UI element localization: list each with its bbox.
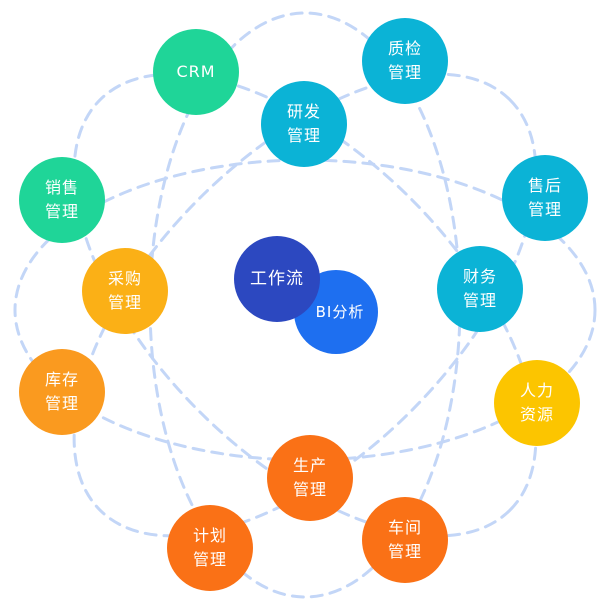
node-crm: CRM xyxy=(153,29,239,115)
node-human-resources: 人力 资源 xyxy=(494,360,580,446)
node-quality-line1: 质检 xyxy=(387,39,422,58)
node-procurement-management: 采购 管理 xyxy=(82,248,168,334)
node-finance-line2: 管理 xyxy=(462,291,497,310)
node-after-sales-management: 售后 管理 xyxy=(502,155,588,241)
node-production-line1: 生产 xyxy=(292,456,327,475)
center-bi-label: BI分析 xyxy=(315,303,365,321)
node-quality-management: 质检 管理 xyxy=(362,18,448,104)
node-inventory-line1: 库存 xyxy=(44,370,79,389)
node-finance-line1: 财务 xyxy=(462,267,497,286)
node-after-sales-line1: 售后 xyxy=(527,176,562,195)
node-workshop-line1: 车间 xyxy=(387,518,422,537)
node-inventory-management: 库存 管理 xyxy=(19,349,105,435)
node-workshop-management: 车间 管理 xyxy=(362,497,448,583)
node-quality-line2: 管理 xyxy=(387,63,422,82)
center-workflow: 工作流 xyxy=(234,236,320,322)
node-rnd-line1: 研发 xyxy=(286,102,321,121)
center-workflow-label: 工作流 xyxy=(250,269,304,289)
node-after-sales-line2: 管理 xyxy=(527,200,562,219)
node-crm-label: CRM xyxy=(176,62,216,81)
node-production-management: 生产 管理 xyxy=(267,435,353,521)
node-planning-line1: 计划 xyxy=(192,526,227,545)
node-planning-management: 计划 管理 xyxy=(167,505,253,591)
node-workshop-line2: 管理 xyxy=(387,542,422,561)
node-production-line2: 管理 xyxy=(292,480,327,499)
node-inventory-line2: 管理 xyxy=(44,394,79,413)
node-hr-line2: 资源 xyxy=(519,405,554,424)
node-rnd-management: 研发 管理 xyxy=(261,81,347,167)
node-finance-management: 财务 管理 xyxy=(437,246,523,332)
node-procurement-line2: 管理 xyxy=(107,293,142,312)
node-sales-line1: 销售 xyxy=(44,178,79,197)
node-sales-management: 销售 管理 xyxy=(19,157,105,243)
node-rnd-line2: 管理 xyxy=(286,126,321,145)
node-procurement-line1: 采购 xyxy=(107,269,142,288)
node-hr-line1: 人力 xyxy=(519,381,554,400)
node-planning-line2: 管理 xyxy=(192,550,227,569)
node-sales-line2: 管理 xyxy=(44,202,79,221)
